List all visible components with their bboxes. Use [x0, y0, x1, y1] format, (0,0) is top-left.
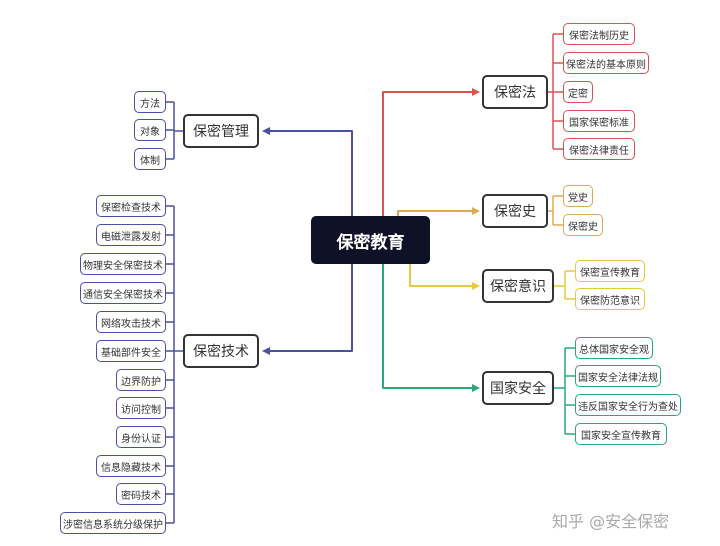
branch-technology[interactable]: 保密技术 [183, 334, 259, 368]
law-leaf[interactable]: 保密法律责任 [563, 138, 635, 160]
arrowhead-law [472, 88, 480, 96]
root-node: 保密教育 [311, 216, 430, 264]
technology-leaf[interactable]: 身份认证 [116, 426, 166, 448]
technology-leaf[interactable]: 边界防护 [116, 369, 166, 391]
history-leaf[interactable]: 党史 [563, 185, 593, 207]
management-leaf[interactable]: 方法 [134, 91, 166, 113]
security-leaf[interactable]: 总体国家安全观 [575, 337, 653, 359]
law-leaf[interactable]: 保密法的基本原则 [563, 52, 649, 74]
technology-leaf[interactable]: 涉密信息系统分级保护 [60, 512, 166, 534]
arrowhead-management [262, 127, 270, 135]
technology-leaf[interactable]: 保密检查技术 [96, 195, 166, 217]
branch-security[interactable]: 国家安全 [482, 371, 554, 405]
branch-history[interactable]: 保密史 [482, 194, 548, 228]
connector-security [382, 264, 472, 389]
technology-leaf[interactable]: 基础部件安全 [96, 340, 166, 362]
security-leaf[interactable]: 国家安全宣传教育 [575, 423, 667, 445]
technology-leaf[interactable]: 密码技术 [116, 483, 166, 505]
arrowhead-security [472, 384, 480, 392]
management-leaf[interactable]: 体制 [134, 148, 166, 170]
branch-law[interactable]: 保密法 [482, 75, 548, 109]
awareness-leaf[interactable]: 保密宣传教育 [575, 260, 645, 282]
branch-awareness[interactable]: 保密意识 [482, 269, 554, 303]
connector-history [397, 210, 472, 216]
watermark: 知乎 @安全保密 [552, 512, 670, 531]
technology-leaf[interactable]: 物理安全保密技术 [80, 253, 166, 275]
technology-leaf[interactable]: 电磁泄露发射 [96, 224, 166, 246]
awareness-leaf[interactable]: 保密防范意识 [575, 288, 645, 310]
branch-management[interactable]: 保密管理 [183, 114, 259, 148]
law-leaf[interactable]: 定密 [563, 81, 593, 103]
history-leaf[interactable]: 保密史 [563, 214, 603, 236]
technology-leaf[interactable]: 通信安全保密技术 [80, 282, 166, 304]
connector-law [382, 91, 472, 216]
connector-technology [270, 264, 353, 352]
law-leaf[interactable]: 保密法制历史 [563, 23, 635, 45]
connector-management [270, 130, 353, 216]
technology-leaf[interactable]: 信息隐藏技术 [96, 455, 166, 477]
arrowhead-awareness [472, 282, 480, 290]
technology-leaf[interactable]: 网络攻击技术 [96, 311, 166, 333]
connector-awareness [409, 264, 472, 287]
management-leaf[interactable]: 对象 [134, 119, 166, 141]
arrowhead-history [472, 207, 480, 215]
arrowhead-technology [262, 347, 270, 355]
technology-leaf[interactable]: 访问控制 [116, 397, 166, 419]
security-leaf[interactable]: 违反国家安全行为查处 [575, 394, 681, 416]
law-leaf[interactable]: 国家保密标准 [563, 110, 635, 132]
security-leaf[interactable]: 国家安全法律法规 [575, 365, 661, 387]
